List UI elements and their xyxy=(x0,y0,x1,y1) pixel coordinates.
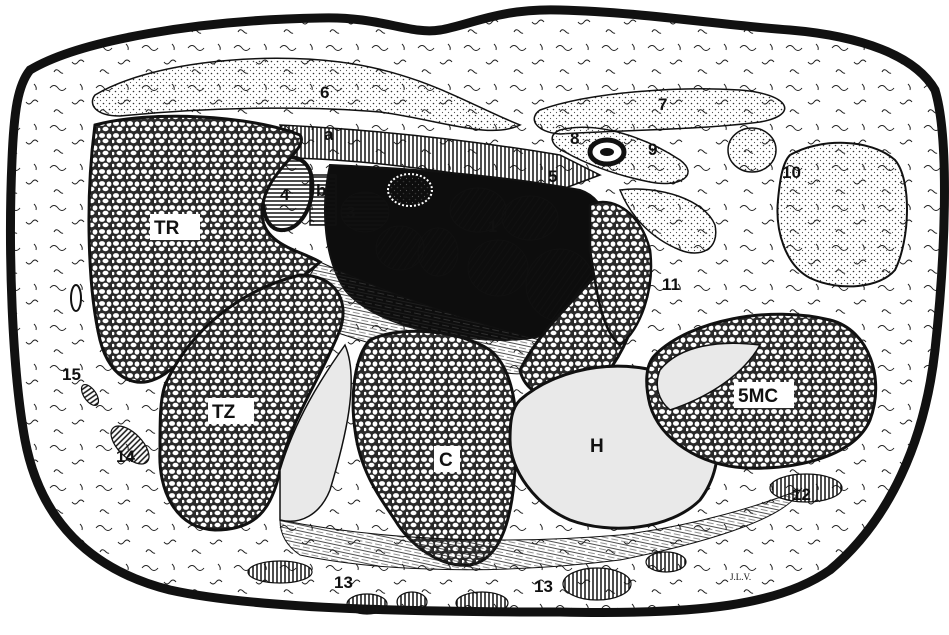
label-14: 14 xyxy=(116,447,135,466)
label-b: b xyxy=(316,181,326,200)
label-8: 8 xyxy=(570,129,579,148)
structure-10-small xyxy=(728,128,776,172)
label-tr: TR xyxy=(154,218,180,239)
label-4: 4 xyxy=(280,185,290,204)
label-3: 3 xyxy=(346,203,355,222)
label-c: C xyxy=(439,450,453,471)
label-13-left: 13 xyxy=(334,573,353,592)
label-9: 9 xyxy=(648,140,657,159)
artist-signature: J.L.V. xyxy=(730,572,751,582)
label-1: 1 xyxy=(488,217,497,236)
label-7: 7 xyxy=(658,95,667,114)
label-a: a xyxy=(324,125,334,144)
label-tz: TZ xyxy=(212,402,236,423)
label-5: 5 xyxy=(548,167,557,186)
label-13-right: 13 xyxy=(534,577,553,596)
label-6: 6 xyxy=(320,83,329,102)
label-2: 2 xyxy=(403,183,412,202)
label-11: 11 xyxy=(662,275,680,294)
label-h: H xyxy=(590,436,604,457)
label-10: 10 xyxy=(782,163,801,182)
label-15: 15 xyxy=(62,365,81,384)
label-12: 12 xyxy=(792,485,811,504)
label-5mc: 5MC xyxy=(738,386,778,407)
